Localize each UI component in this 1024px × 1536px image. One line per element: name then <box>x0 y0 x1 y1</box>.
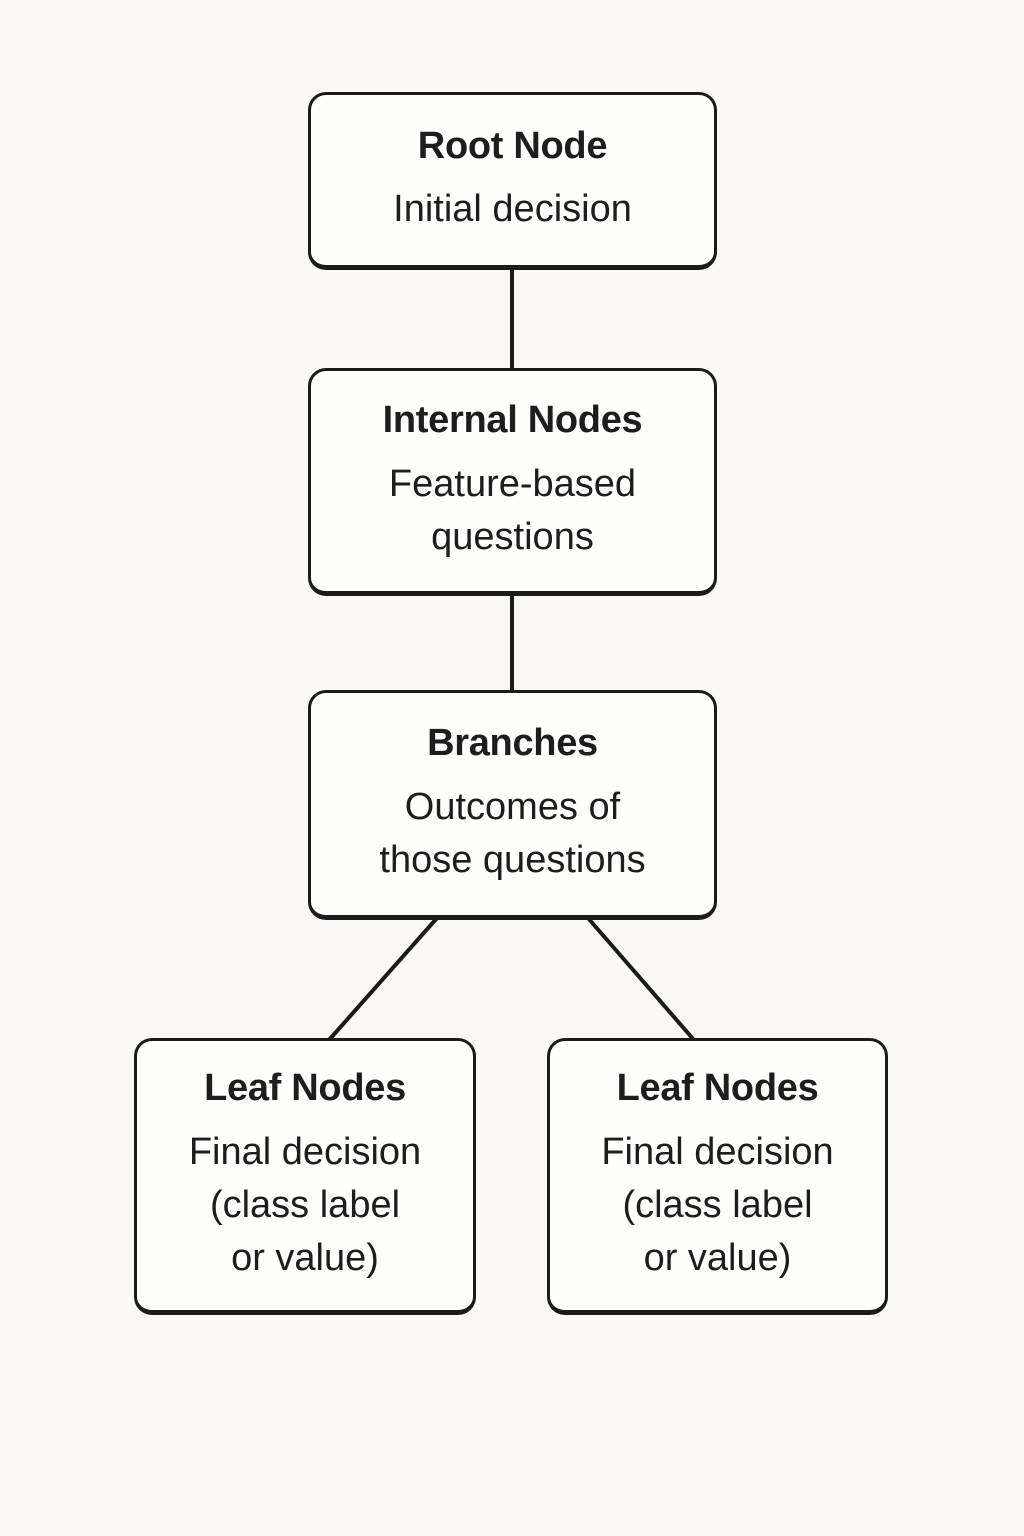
node-internal-subtitle: Feature-based questions <box>388 462 637 558</box>
node-leaf-right-subtitle: Final decision (class label or value) <box>601 1130 834 1279</box>
edge-branches-leaf-left <box>327 916 439 1042</box>
node-leaf-left: Leaf Nodes Final decision (class label o… <box>134 1038 476 1315</box>
node-leaf-right-title: Leaf Nodes <box>616 1066 819 1109</box>
edge-branches-leaf-right <box>586 916 696 1042</box>
node-root: Root Node Initial decision <box>308 92 717 270</box>
node-leaf-left-title: Leaf Nodes <box>204 1066 406 1109</box>
node-root-title: Root Node <box>417 124 608 167</box>
node-branches: Branches Outcomes of those questions <box>308 690 717 920</box>
node-internal-title: Internal Nodes <box>382 399 643 442</box>
node-leaf-right: Leaf Nodes Final decision (class label o… <box>547 1038 888 1315</box>
node-root-subtitle: Initial decision <box>393 188 632 231</box>
node-leaf-left-subtitle: Final decision (class label or value) <box>188 1130 422 1279</box>
node-branches-title: Branches <box>427 722 598 765</box>
node-branches-subtitle: Outcomes of those questions <box>379 785 646 881</box>
node-internal: Internal Nodes Feature-based questions <box>308 368 717 596</box>
